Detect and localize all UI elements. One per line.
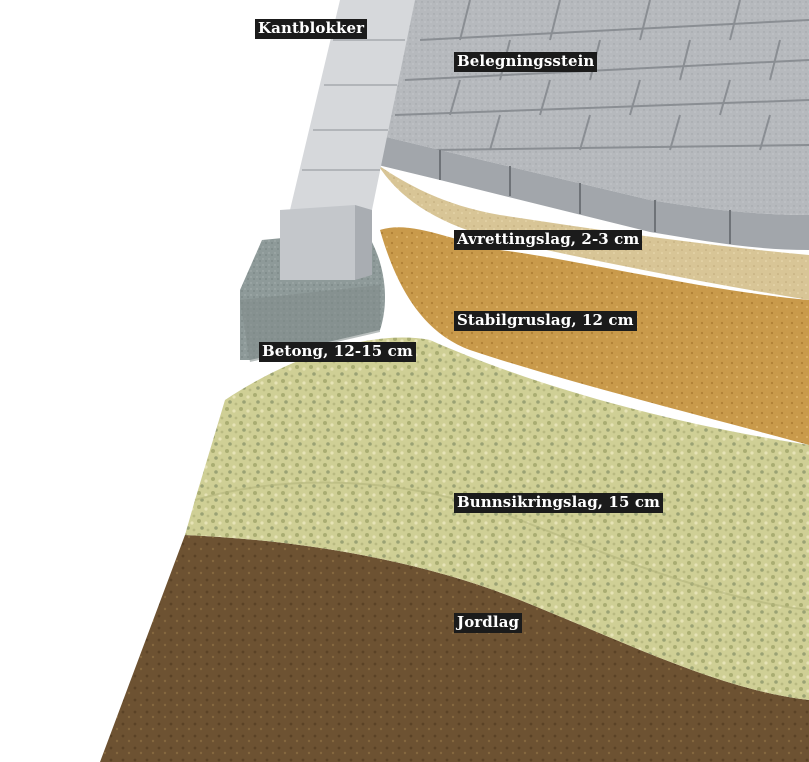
label-belegningsstein: Belegningsstein bbox=[454, 52, 598, 72]
curb-top bbox=[290, 0, 415, 210]
label-jordlag: Jordlag bbox=[454, 613, 523, 633]
paving-joints bbox=[394, 0, 809, 151]
label-betong: Betong, 12-15 cm bbox=[259, 342, 416, 362]
label-stabilgruslag: Stabilgruslag, 12 cm bbox=[454, 311, 637, 331]
label-kantblokker: Kantblokker bbox=[255, 19, 368, 39]
soil-layer bbox=[100, 535, 809, 762]
paving-front-edge bbox=[378, 135, 809, 250]
label-bunnsikringslag: Bunnsikringslag, 15 cm bbox=[454, 493, 664, 513]
curb-front bbox=[280, 205, 355, 280]
label-avrettingslag: Avrettingslag, 2-3 cm bbox=[454, 230, 643, 250]
stabil-gravel-layer bbox=[380, 227, 809, 445]
subbase-layer bbox=[185, 337, 809, 700]
